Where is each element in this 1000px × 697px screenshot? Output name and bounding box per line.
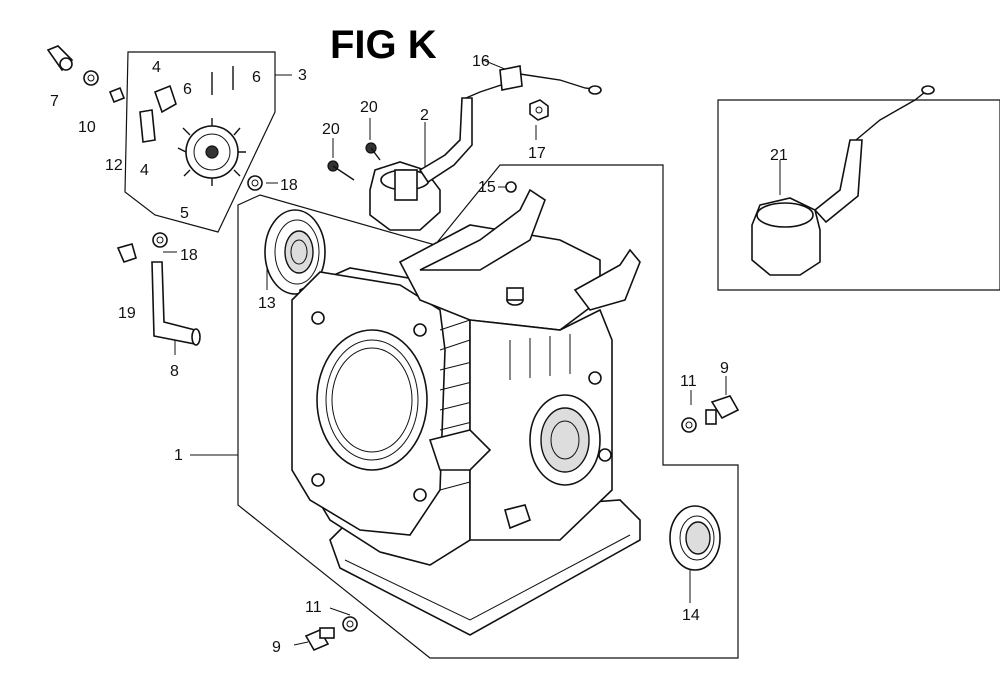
callout-1: 1 (174, 447, 183, 464)
callout-11-bottom: 11 (305, 599, 322, 616)
oil-seal-14 (669, 505, 721, 571)
oil-level-sensor-2 (369, 81, 511, 231)
callout-4-top: 4 (152, 59, 161, 76)
grommet-16 (499, 65, 602, 95)
breather-tube-8 (151, 261, 201, 346)
bearing-13 (264, 209, 326, 295)
callout-14: 14 (682, 607, 700, 624)
callout-5: 5 (180, 205, 189, 222)
callout-13: 13 (258, 295, 276, 312)
nut-15 (505, 181, 517, 193)
callout-labels: 1 2 3 4 4 5 6 6 7 8 9 9 10 11 11 12 13 1… (50, 53, 788, 656)
bolt-20-lower (327, 160, 355, 181)
drain-bolt-9-bottom (304, 627, 335, 652)
washer-18-upper (247, 175, 263, 191)
callout-20-lower: 20 (322, 121, 340, 138)
callout-9-right: 9 (720, 360, 729, 377)
callout-6-left: 6 (183, 81, 192, 98)
oil-pump-gear-5 (177, 118, 246, 186)
callout-19: 19 (118, 305, 136, 322)
nut-17 (529, 99, 549, 121)
figure-title: FIG K (330, 23, 437, 67)
callout-18-upper: 18 (280, 177, 298, 194)
callout-4-bottom: 4 (140, 162, 149, 179)
washer-11-bottom (342, 616, 358, 632)
clip-12 (108, 86, 126, 104)
bolt-7 (46, 45, 74, 72)
washer-11-right (681, 417, 697, 433)
callout-15: 15 (478, 179, 496, 196)
callout-9-bottom: 9 (272, 639, 281, 656)
callout-17: 17 (528, 145, 546, 162)
callout-8: 8 (170, 363, 179, 380)
washer-10 (83, 70, 99, 86)
lever-4 (153, 84, 177, 114)
drain-bolt-9-right (705, 395, 740, 425)
callout-21: 21 (770, 147, 788, 164)
callout-6-right: 6 (252, 69, 261, 86)
leader-lines (163, 59, 781, 646)
callout-2: 2 (420, 107, 429, 124)
clip-19 (116, 243, 137, 263)
callout-11-right: 11 (680, 373, 697, 390)
oil-pump-group-box (124, 51, 276, 233)
plate-4 (139, 109, 156, 143)
callout-16: 16 (472, 53, 490, 70)
bolt-20-upper (365, 142, 381, 161)
callout-3: 3 (298, 67, 307, 84)
callout-18-lower: 18 (180, 247, 198, 264)
callout-7: 7 (50, 93, 59, 110)
callout-12: 12 (105, 157, 123, 174)
callout-20-upper: 20 (360, 99, 378, 116)
oil-sensor-21 (751, 85, 935, 276)
oil-sensor-option-box (717, 99, 1000, 291)
callout-10: 10 (78, 119, 96, 136)
crankcase-1 (291, 188, 641, 636)
washer-18-lower (152, 232, 168, 248)
crankcase-group-box (237, 164, 739, 659)
